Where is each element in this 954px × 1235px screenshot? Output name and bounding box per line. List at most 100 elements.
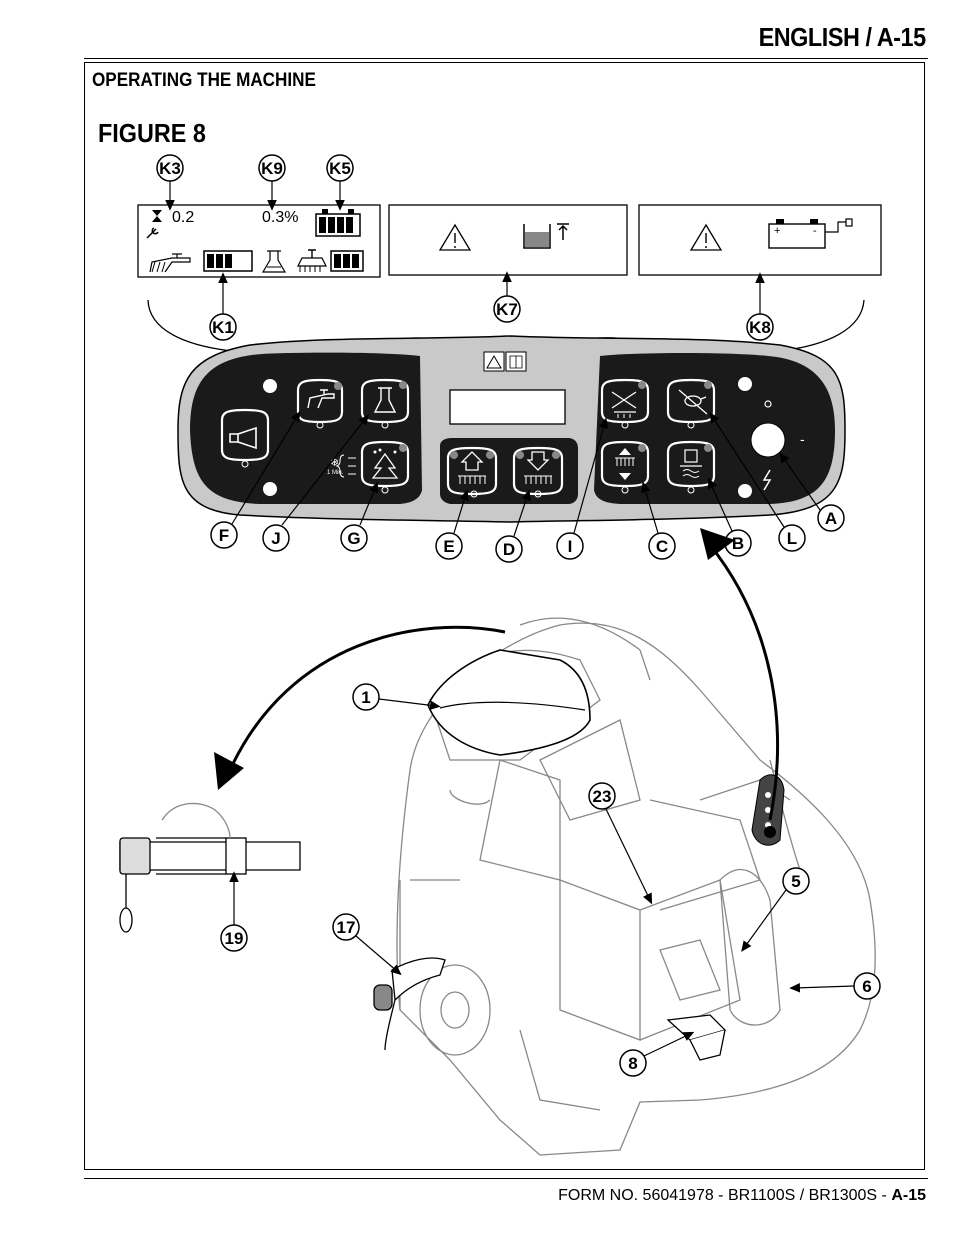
percent-value: 0.3% bbox=[262, 209, 298, 226]
lightning-icon bbox=[762, 469, 772, 491]
svg-text:K8: K8 bbox=[749, 318, 771, 337]
key-switch[interactable]: - bbox=[750, 400, 805, 491]
svg-text:19: 19 bbox=[225, 929, 244, 948]
footer-rule bbox=[84, 1178, 928, 1179]
display-screen-tank-warning bbox=[388, 204, 628, 276]
squeegee-assembly bbox=[373, 957, 446, 1051]
svg-text:C: C bbox=[656, 537, 668, 556]
section-title: OPERATING THE MACHINE bbox=[92, 70, 316, 91]
panel-screw bbox=[738, 377, 752, 391]
solution-flow-button[interactable] bbox=[296, 378, 344, 429]
detergent-button[interactable] bbox=[360, 378, 410, 429]
arrow-origin-dot bbox=[764, 826, 776, 838]
panel-screw bbox=[263, 379, 277, 393]
header-rule bbox=[84, 58, 928, 59]
squeegee-icon bbox=[611, 391, 637, 418]
flask-icon bbox=[373, 387, 397, 413]
callout-a: A bbox=[779, 452, 845, 532]
svg-text:6: 6 bbox=[862, 977, 871, 996]
callout-1: 1 bbox=[352, 683, 441, 711]
extended-scrub-button[interactable]: ❄ 1 Min. bbox=[327, 440, 410, 494]
svg-text:A: A bbox=[825, 509, 837, 528]
figure-title: FIGURE 8 bbox=[98, 118, 206, 148]
svg-text:K7: K7 bbox=[496, 300, 518, 319]
svg-text:8: 8 bbox=[628, 1054, 637, 1073]
warning-triangle-icon bbox=[438, 223, 472, 251]
seat-cover bbox=[427, 649, 591, 756]
one-touch-scrub-button[interactable] bbox=[666, 440, 716, 494]
svg-text:1: 1 bbox=[361, 688, 370, 707]
flow-arrow bbox=[228, 625, 506, 771]
extended-scrub-legend: ❄ 1 Min. bbox=[327, 454, 356, 478]
control-panel bbox=[177, 335, 846, 523]
callout-23: 23 bbox=[588, 782, 653, 905]
svg-text:❄: ❄ bbox=[330, 456, 339, 469]
callout-l: L bbox=[709, 411, 806, 552]
callout-f: F bbox=[210, 410, 301, 549]
key-off-mark: - bbox=[800, 431, 805, 447]
faucet-icon bbox=[307, 389, 335, 409]
panel-lcd-window bbox=[449, 389, 566, 425]
svg-text:23: 23 bbox=[593, 787, 612, 806]
callout-k1: K1 bbox=[209, 272, 237, 341]
flow-arrow bbox=[708, 544, 779, 821]
callout-g: G bbox=[340, 481, 379, 552]
page-header: ENGLISH / A-15 bbox=[758, 22, 927, 52]
one-min-label: 1 Min. bbox=[327, 470, 344, 476]
callout-i: I bbox=[556, 417, 609, 560]
detergent-flask-icon bbox=[261, 250, 287, 273]
panel-screw bbox=[738, 484, 752, 498]
hours-value: 0.2 bbox=[172, 209, 194, 226]
quiet-mode-button[interactable] bbox=[666, 378, 716, 429]
callout-j: J bbox=[262, 414, 369, 552]
callout-19: 19 bbox=[220, 871, 248, 952]
horn-icon bbox=[229, 426, 257, 450]
brush-up-icon bbox=[458, 451, 486, 484]
svg-text:D: D bbox=[503, 540, 515, 559]
brush-pressure-icon bbox=[297, 249, 327, 272]
panel-warning-icon bbox=[483, 351, 527, 372]
vacuum-squeegee-button[interactable] bbox=[600, 378, 650, 429]
horn-button[interactable] bbox=[220, 408, 270, 468]
water-flow-icon bbox=[149, 253, 191, 273]
callout-b: B bbox=[708, 477, 752, 557]
svg-text:K1: K1 bbox=[212, 318, 234, 337]
form-number: FORM NO. 56041978 - BR1100S / BR1300S - bbox=[558, 1187, 892, 1204]
callout-e: E bbox=[435, 489, 469, 560]
scrub-deck-down-button[interactable] bbox=[512, 446, 564, 498]
brush-pressure-button[interactable] bbox=[600, 440, 650, 494]
svg-text:J: J bbox=[271, 529, 280, 548]
battery-level-icon bbox=[315, 209, 361, 237]
drain-hose bbox=[119, 802, 301, 933]
callout-6: 6 bbox=[789, 972, 881, 1000]
callout-k5: K5 bbox=[326, 154, 354, 211]
callout-k9: K9 bbox=[258, 154, 286, 211]
callout-d: D bbox=[495, 489, 531, 563]
svg-text:+: + bbox=[774, 225, 780, 237]
display-screen-battery-warning: + - bbox=[638, 204, 882, 276]
tree-icon bbox=[371, 448, 399, 479]
scrub-waves-icon bbox=[680, 449, 702, 478]
display-screen-status: 0.2 0.3% bbox=[137, 204, 381, 278]
arrow-head bbox=[700, 528, 735, 560]
scrub-deck-up-button[interactable] bbox=[446, 446, 498, 498]
svg-text:F: F bbox=[219, 526, 229, 545]
pedal-assembly bbox=[666, 1014, 727, 1061]
callout-8: 8 bbox=[619, 1031, 695, 1077]
page-number: A-15 bbox=[891, 1187, 926, 1204]
hourglass-icon bbox=[152, 210, 162, 222]
svg-text:B: B bbox=[732, 534, 744, 553]
svg-text:5: 5 bbox=[791, 872, 800, 891]
svg-text:K3: K3 bbox=[159, 159, 181, 178]
panel-screw bbox=[263, 482, 277, 496]
figure-frame bbox=[84, 62, 925, 1170]
svg-text:L: L bbox=[787, 529, 797, 548]
callout-c: C bbox=[641, 481, 676, 560]
svg-text:G: G bbox=[347, 529, 360, 548]
svg-text:17: 17 bbox=[337, 918, 356, 937]
svg-text:I: I bbox=[568, 537, 573, 556]
svg-text:K9: K9 bbox=[261, 159, 283, 178]
svg-text:-: - bbox=[813, 225, 817, 237]
svg-text:K5: K5 bbox=[329, 159, 351, 178]
